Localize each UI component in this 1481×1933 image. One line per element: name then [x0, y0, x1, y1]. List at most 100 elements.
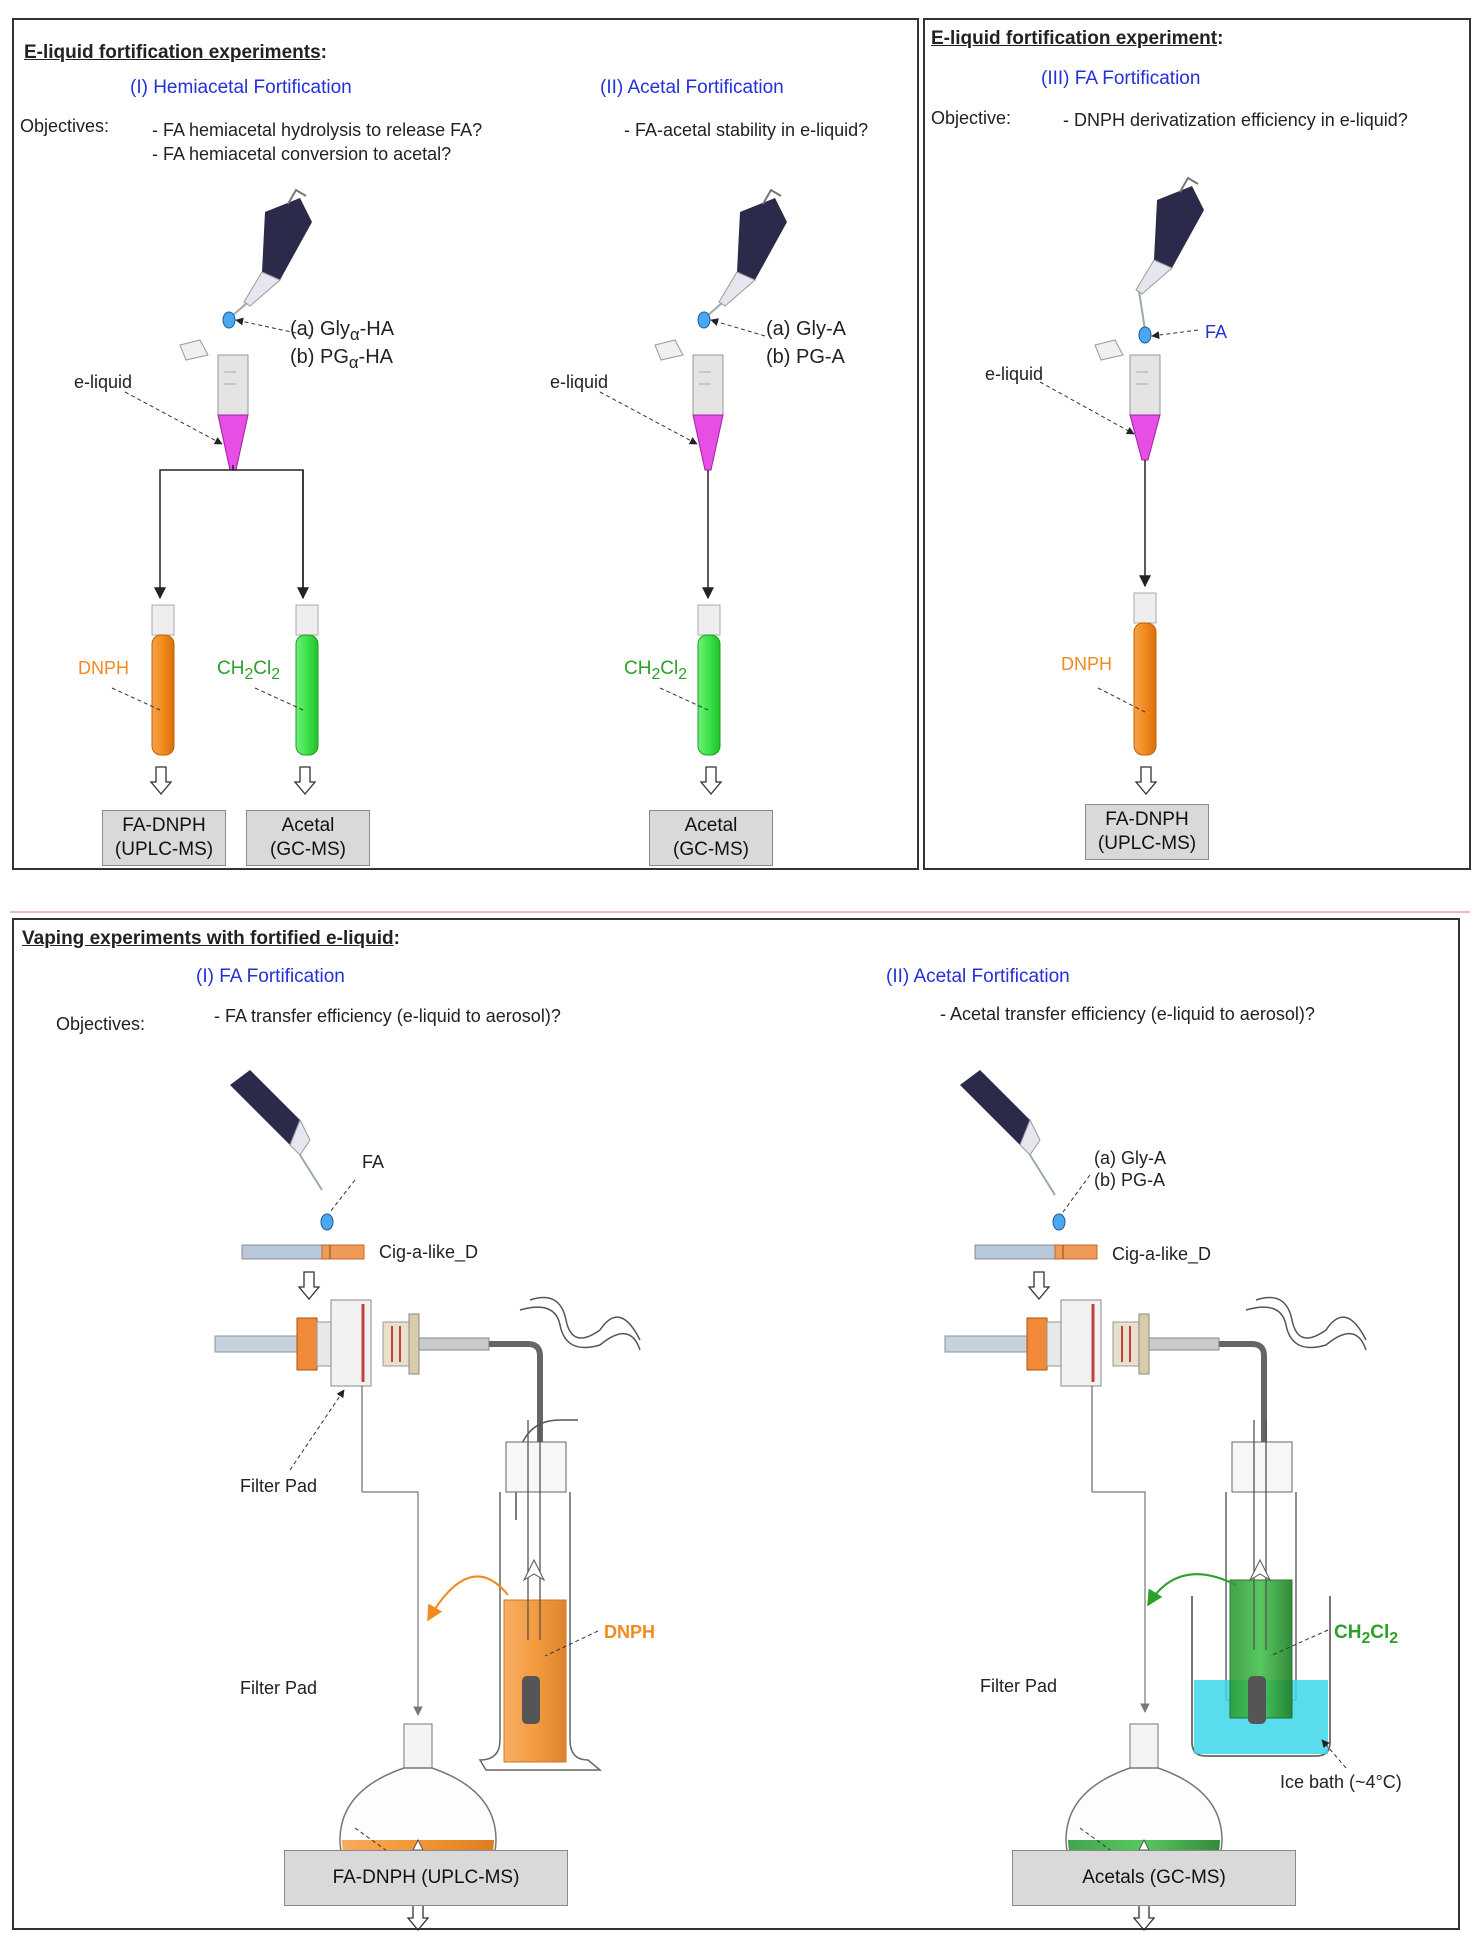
- ch2cl2-label: CH2Cl2: [217, 658, 280, 684]
- panel-eliquid-fortification: E-liquid fortification experiments: (I) …: [12, 18, 919, 870]
- panel-title-suffix: :: [320, 42, 327, 63]
- reagent-pg-ha-pre: (b) PG: [290, 346, 349, 368]
- objective-1a: - FA hemiacetal hydrolysis to release FA…: [152, 120, 483, 140]
- droplet-icon-5: [1052, 1213, 1066, 1231]
- result-box-acetal-1-line1: Acetal: [281, 815, 335, 836]
- fa-label-2: FA: [362, 1152, 385, 1172]
- droplet-icon-2: [697, 311, 711, 329]
- subtitle-hemiacetal: (I) Hemiacetal Fortification: [130, 77, 352, 98]
- test-tube-green-1: [295, 604, 319, 756]
- pipette-icon-5: [960, 1070, 1056, 1196]
- transfer-arrow-green: [1147, 1573, 1237, 1607]
- eppendorf-tube-icon: [179, 339, 249, 471]
- ice-bath-label: Ice bath (~4°C): [1280, 1772, 1402, 1792]
- reagent-gly-ha: (a) Glyα-HA: [290, 318, 394, 345]
- droplet-icon: [222, 311, 236, 329]
- eliquid-label-2: e-liquid: [550, 372, 609, 392]
- reagent-gly-ha-pre: (a) Gly: [290, 318, 350, 340]
- ch2cl2-b: 2: [244, 665, 254, 683]
- cig-label-1: Cig-a-like_D: [379, 1242, 479, 1262]
- transfer-arrow-orange: [427, 1575, 509, 1622]
- result-box-fa-dnph-2-line1: FA-DNPH: [1105, 809, 1189, 830]
- tubing: [489, 1341, 543, 1470]
- result-box-acetal-2: Acetal (GC-MS): [649, 810, 773, 866]
- test-tube-orange-2: [1133, 592, 1157, 756]
- result-box-acetals-text: Acetals (GC-MS): [1082, 1867, 1226, 1888]
- reagent-gly-ha-sub: α: [350, 325, 360, 344]
- result-box-fa-dnph: FA-DNPH (UPLC-MS): [102, 810, 226, 866]
- objective-vaping-2: - Acetal transfer efficiency (e-liquid t…: [940, 1004, 1315, 1024]
- result-box-fa-dnph-line2: (UPLC-MS): [114, 839, 214, 860]
- droplet-icon-4: [320, 1213, 334, 1231]
- ch2cl2-2-b: 2: [651, 665, 661, 683]
- filter-pad-label-1: Filter Pad: [240, 1476, 318, 1496]
- reagent-pg-a-2: (b) PG-A: [1094, 1170, 1166, 1190]
- reagent-gly-a: (a) Gly-A: [766, 318, 846, 340]
- reagent-pg-ha: (b) PGα-HA: [290, 346, 393, 373]
- down-arrow-icon-2: [1134, 766, 1158, 796]
- filter-pad-label-2: Filter Pad: [240, 1678, 318, 1698]
- pipette-icon-2: [706, 188, 787, 317]
- test-tube-green-2: [697, 604, 721, 756]
- impinger-icon-2: [1191, 1296, 1367, 1757]
- eliquid-label: e-liquid: [74, 372, 133, 392]
- reagent-pg-ha-post: -HA: [358, 346, 393, 368]
- ch2cl2-3-c: Cl: [1370, 1622, 1390, 1643]
- pipette-icon-3: [1135, 176, 1204, 331]
- reagent-pg-a: (b) PG-A: [766, 346, 845, 368]
- test-tube-orange-1: [151, 604, 175, 756]
- ch2cl2-label-2: CH2Cl2: [624, 658, 687, 684]
- result-box-acetal-1: Acetal (GC-MS): [246, 810, 370, 866]
- ch2cl2-c: Cl: [253, 658, 272, 679]
- panel-title-3-suffix: :: [393, 928, 400, 949]
- ch2cl2-3-a: CH: [1334, 1622, 1362, 1643]
- objectives-label: Objectives:: [20, 116, 110, 136]
- objectives-label-2: Objectives:: [56, 1014, 146, 1034]
- pipette-icon-4: [230, 1070, 323, 1191]
- eliquid-label-3: e-liquid: [985, 364, 1044, 384]
- result-box-fa-dnph-2: FA-DNPH (UPLC-MS): [1085, 804, 1209, 860]
- panel-title-3: Vaping experiments with fortified e-liqu…: [22, 928, 400, 950]
- cig-label-2: Cig-a-like_D: [1112, 1244, 1212, 1264]
- result-box-acetal-2-line1: Acetal: [684, 815, 738, 836]
- panel-title-text: E-liquid fortification experiments: [24, 42, 321, 63]
- ch2cl2-3-d: 2: [1389, 1629, 1399, 1647]
- ch2cl2-2-c: Cl: [660, 658, 679, 679]
- panel-title-2: E-liquid fortification experiment:: [931, 28, 1223, 50]
- filter-holder-icon: [214, 1299, 490, 1387]
- down-arrow-icon-3: [297, 1271, 321, 1301]
- ch2cl2-d: 2: [271, 665, 281, 683]
- panel-vaping-experiments: Vaping experiments with fortified e-liqu…: [12, 918, 1460, 1930]
- filter-holder-icon-2: [944, 1299, 1220, 1387]
- eppendorf-tube-icon-3: [1094, 339, 1161, 461]
- ch2cl2-3-b: 2: [1361, 1629, 1371, 1647]
- tubing-2: [1219, 1341, 1267, 1470]
- down-arrow-icon: [149, 766, 723, 796]
- objective-text: - DNPH derivatization efficiency in e-li…: [1063, 110, 1408, 130]
- reagent-gly-ha-post: -HA: [359, 318, 395, 340]
- subtitle-acetal-fortification-2: (II) Acetal Fortification: [886, 966, 1070, 987]
- result-box-fa-dnph-3: FA-DNPH (UPLC-MS): [284, 1850, 568, 1906]
- panel-title-3-text: Vaping experiments with fortified e-liqu…: [22, 928, 394, 949]
- objective-1b: - FA hemiacetal conversion to acetal?: [152, 144, 452, 164]
- droplet-icon-3: [1138, 326, 1152, 344]
- reagent-gly-a-2: (a) Gly-A: [1094, 1148, 1166, 1168]
- subtitle-fa-fortification: (III) FA Fortification: [1041, 68, 1201, 89]
- dnph-label: DNPH: [78, 658, 130, 678]
- filter-pad-label-3: Filter Pad: [980, 1676, 1058, 1696]
- impinger-icon: [478, 1296, 641, 1771]
- eppendorf-tube-icon-2: [654, 339, 724, 471]
- fa-label: FA: [1205, 322, 1228, 342]
- panel-title-2-suffix: :: [1217, 28, 1224, 49]
- panel-eliquid-fortification-experiment: E-liquid fortification experiment: (III)…: [923, 18, 1471, 870]
- result-box-acetal-1-line2: (GC-MS): [270, 839, 346, 860]
- reagent-pg-ha-sub: α: [348, 353, 359, 372]
- objective-vaping-1: - FA transfer efficiency (e-liquid to ae…: [214, 1006, 561, 1026]
- down-arrow-icon-5: [1027, 1271, 1051, 1301]
- objective-2: - FA-acetal stability in e-liquid?: [624, 120, 869, 140]
- panel-title: E-liquid fortification experiments:: [24, 42, 327, 64]
- result-box-fa-dnph-3-text: FA-DNPH (UPLC-MS): [332, 1867, 520, 1888]
- dnph-label-3: DNPH: [604, 1622, 656, 1642]
- pipette-icon: [231, 188, 312, 317]
- panel-title-2-text: E-liquid fortification experiment: [931, 28, 1218, 49]
